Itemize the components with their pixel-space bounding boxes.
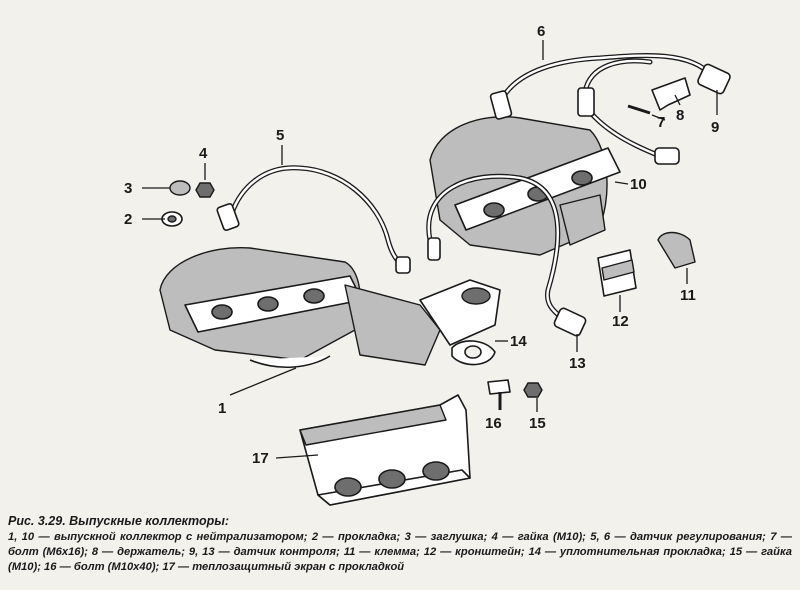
callout-2: 2 — [124, 211, 132, 228]
caption-title: Рис. 3.29. Выпускные коллекторы: — [8, 514, 230, 528]
callout-labels: 1 2 3 4 5 6 7 8 9 10 11 12 13 14 15 16 1… — [124, 23, 719, 467]
callout-17: 17 — [252, 450, 269, 467]
callout-3: 3 — [124, 180, 132, 197]
callout-4: 4 — [199, 145, 208, 162]
sensor-bodies — [216, 63, 731, 337]
callout-16: 16 — [485, 415, 502, 432]
callout-1: 1 — [218, 400, 226, 417]
exhaust-manifold-10 — [429, 116, 621, 256]
callout-12: 12 — [612, 313, 629, 330]
caption-legend: 1, 10 — выпускной коллектор с нейтрализа… — [8, 531, 792, 573]
callout-5: 5 — [276, 127, 284, 144]
callout-8: 8 — [676, 107, 684, 124]
callout-10: 10 — [630, 176, 647, 193]
callout-13: 13 — [569, 355, 586, 372]
callout-15: 15 — [529, 415, 546, 432]
sensor-wires — [229, 53, 715, 321]
callout-9: 9 — [711, 119, 719, 136]
callout-6: 6 — [537, 23, 545, 40]
callout-14: 14 — [510, 333, 527, 350]
callout-7: 7 — [657, 114, 665, 131]
exhaust-manifold-diagram: 1 2 3 4 5 6 7 8 9 10 11 12 13 14 15 16 1… — [124, 23, 731, 506]
small-parts — [161, 77, 696, 410]
exhaust-manifold-1 — [159, 246, 501, 369]
figure-caption: Рис. 3.29. Выпускные коллекторы: 1, 10 —… — [8, 514, 792, 575]
leader-lines — [142, 40, 718, 459]
callout-11: 11 — [680, 287, 696, 304]
heat-shield-17 — [299, 394, 471, 506]
